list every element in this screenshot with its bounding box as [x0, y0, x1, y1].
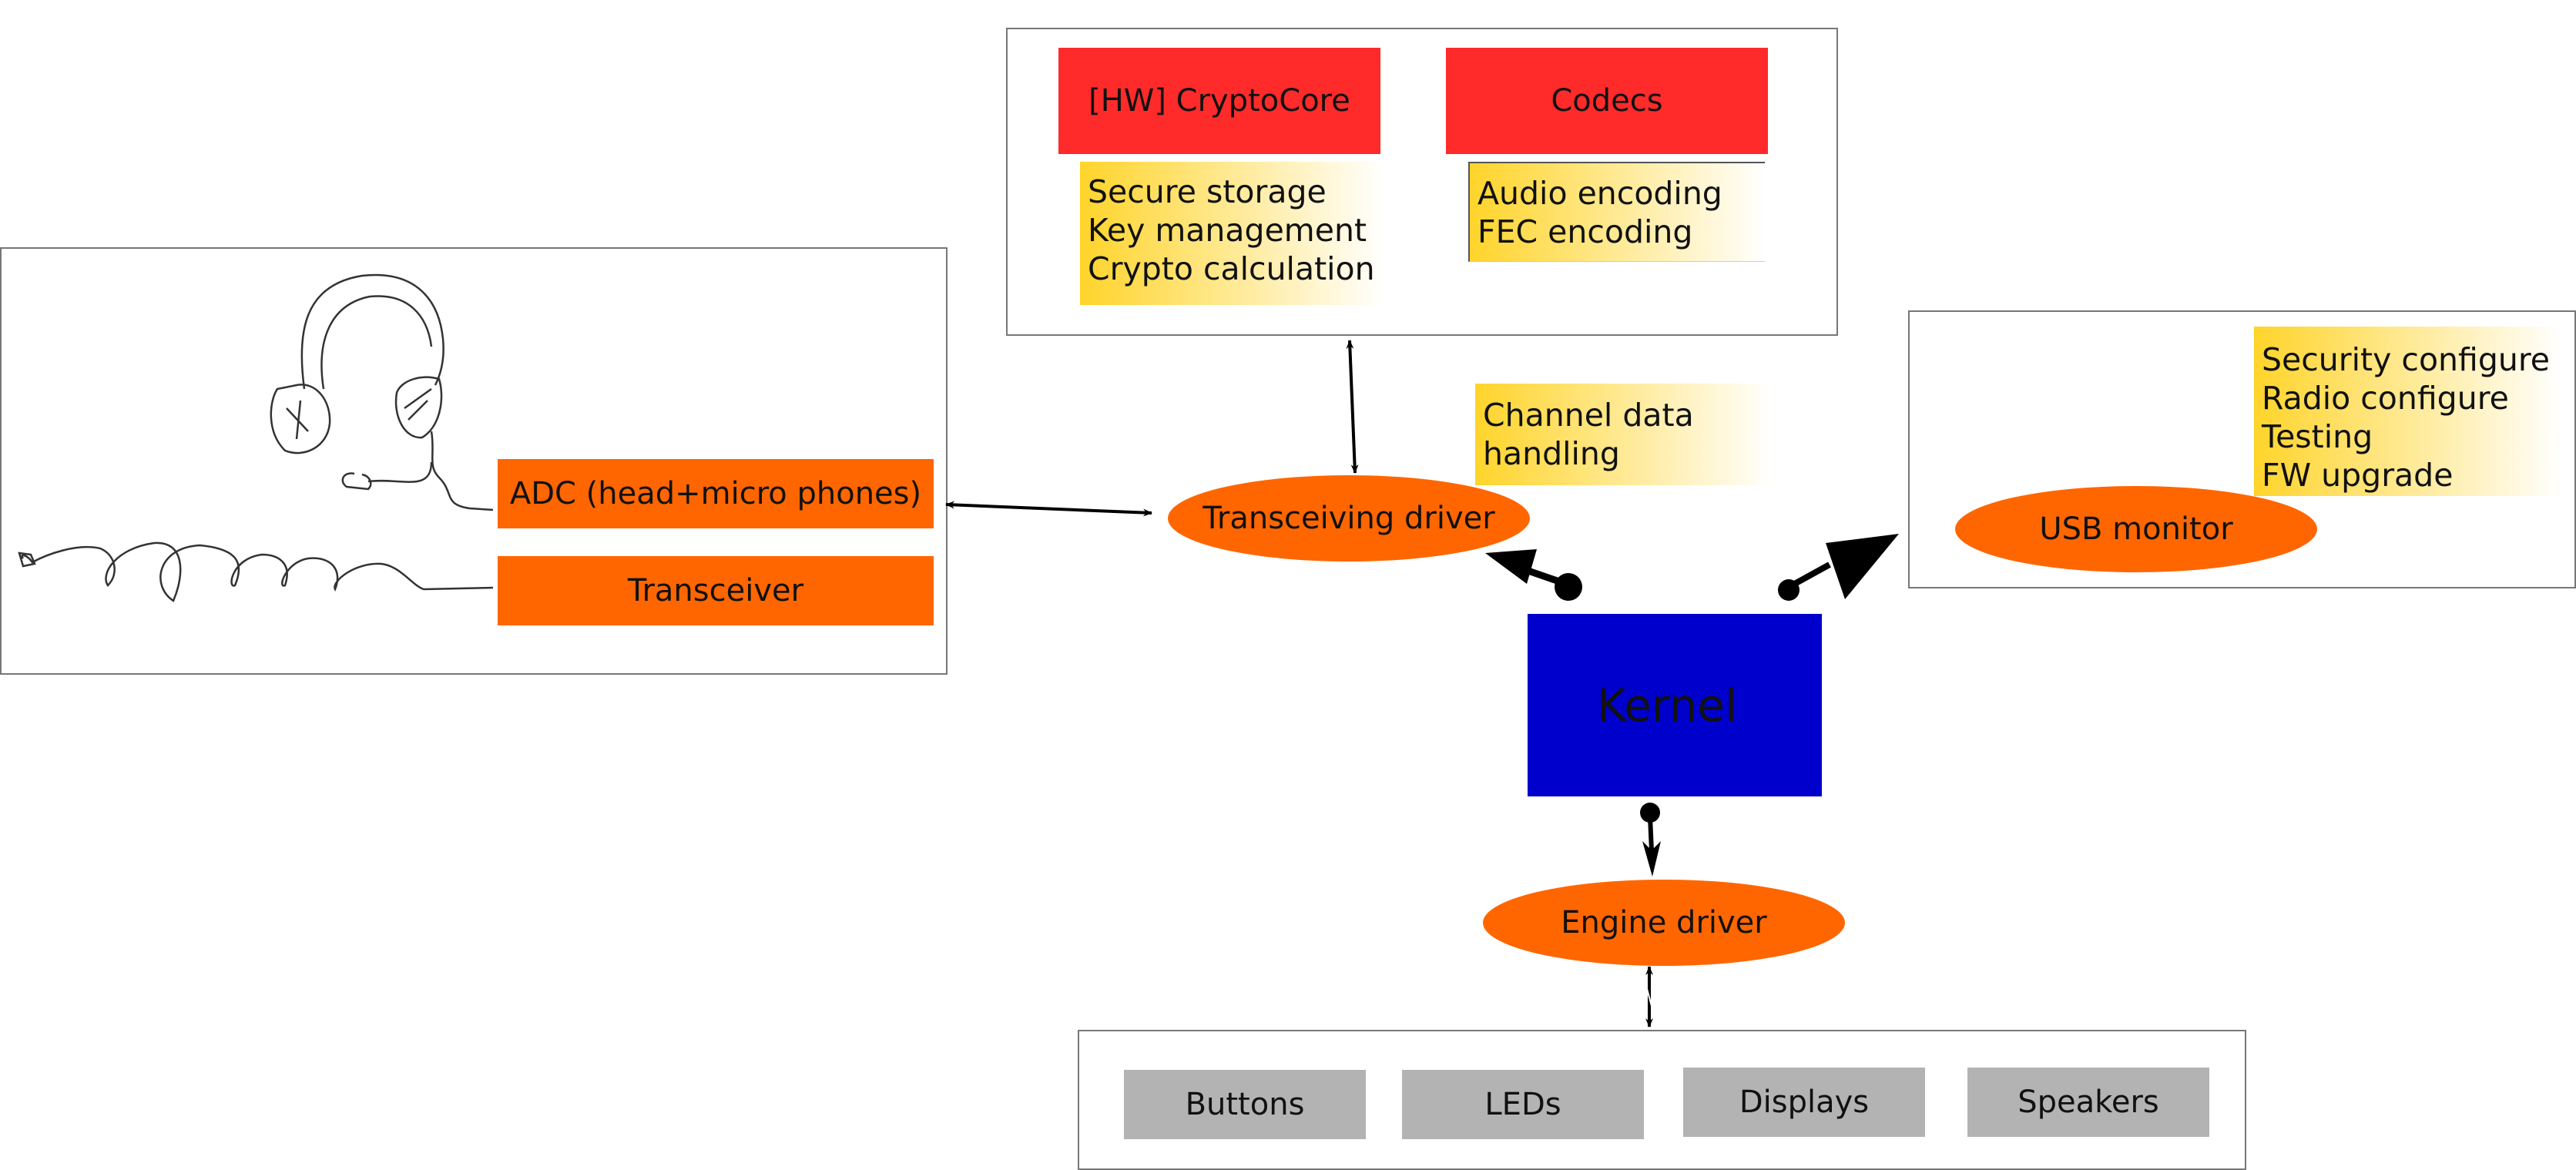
codec-note-fec-encoding: FEC encoding: [1478, 213, 1693, 250]
usb-note-radio-configure: Radio configure: [2262, 380, 2509, 417]
crypto-note-secure-storage: Secure storage: [1088, 173, 1327, 210]
codec-notes: Audio encoding FEC encoding: [1468, 162, 1765, 262]
cryptocore-label: [HW] CryptoCore: [1088, 83, 1350, 119]
adc-label: ADC (head+micro phones): [509, 476, 922, 511]
arrow-kernel-engine: [1640, 803, 1661, 877]
channel-notes: Channel data handling: [1475, 384, 1772, 485]
usb-monitor-label: USB monitor: [2039, 511, 2233, 547]
codecs-label: Codecs: [1551, 83, 1663, 119]
buttons-block: Buttons: [1124, 1070, 1366, 1139]
cryptocore-block: [HW] CryptoCore: [1058, 48, 1380, 154]
engine-driver: Engine driver: [1483, 880, 1845, 966]
channel-note-line-1: Channel data: [1483, 397, 1694, 434]
codecs-block: Codecs: [1446, 48, 1768, 154]
usb-note-fw-upgrade: FW upgrade: [2262, 457, 2454, 494]
crypto-note-key-management: Key management: [1088, 212, 1367, 249]
codec-note-audio-encoding: Audio encoding: [1478, 175, 1722, 212]
engine-driver-label: Engine driver: [1561, 905, 1767, 940]
kernel-block: Kernel: [1528, 614, 1822, 796]
transceiver-label: Transceiver: [627, 573, 804, 608]
arrow-kernel-transceiving: [1485, 549, 1582, 601]
displays-block: Displays: [1683, 1068, 1925, 1137]
transceiver-block: Transceiver: [498, 556, 934, 625]
leds-block: LEDs: [1402, 1070, 1644, 1139]
buttons-label: Buttons: [1185, 1087, 1305, 1122]
transceiving-driver: Transceiving driver: [1168, 475, 1530, 562]
usb-note-testing: Testing: [2262, 418, 2373, 455]
kernel-label: Kernel: [1597, 679, 1738, 732]
displays-label: Displays: [1739, 1085, 1870, 1120]
crypto-note-crypto-calculation: Crypto calculation: [1088, 250, 1375, 287]
adc-block: ADC (head+micro phones): [498, 459, 934, 528]
transceiving-driver-label: Transceiving driver: [1202, 501, 1495, 536]
usb-note-security-configure: Security configure: [2262, 341, 2551, 378]
usb-monitor: USB monitor: [1955, 486, 2317, 572]
arrow-headset-transceiving: [945, 501, 1152, 517]
speakers-label: Speakers: [2018, 1085, 2159, 1120]
channel-note-line-2: handling: [1483, 435, 1620, 472]
crypto-notes: Secure storage Key management Crypto cal…: [1080, 162, 1384, 305]
usb-notes: Security configure Radio configure Testi…: [2254, 327, 2562, 496]
arrow-kernel-usb: [1778, 534, 1899, 601]
speakers-block: Speakers: [1967, 1068, 2209, 1137]
arrow-crypto-transceiving: [1346, 340, 1359, 474]
leds-label: LEDs: [1484, 1087, 1561, 1122]
